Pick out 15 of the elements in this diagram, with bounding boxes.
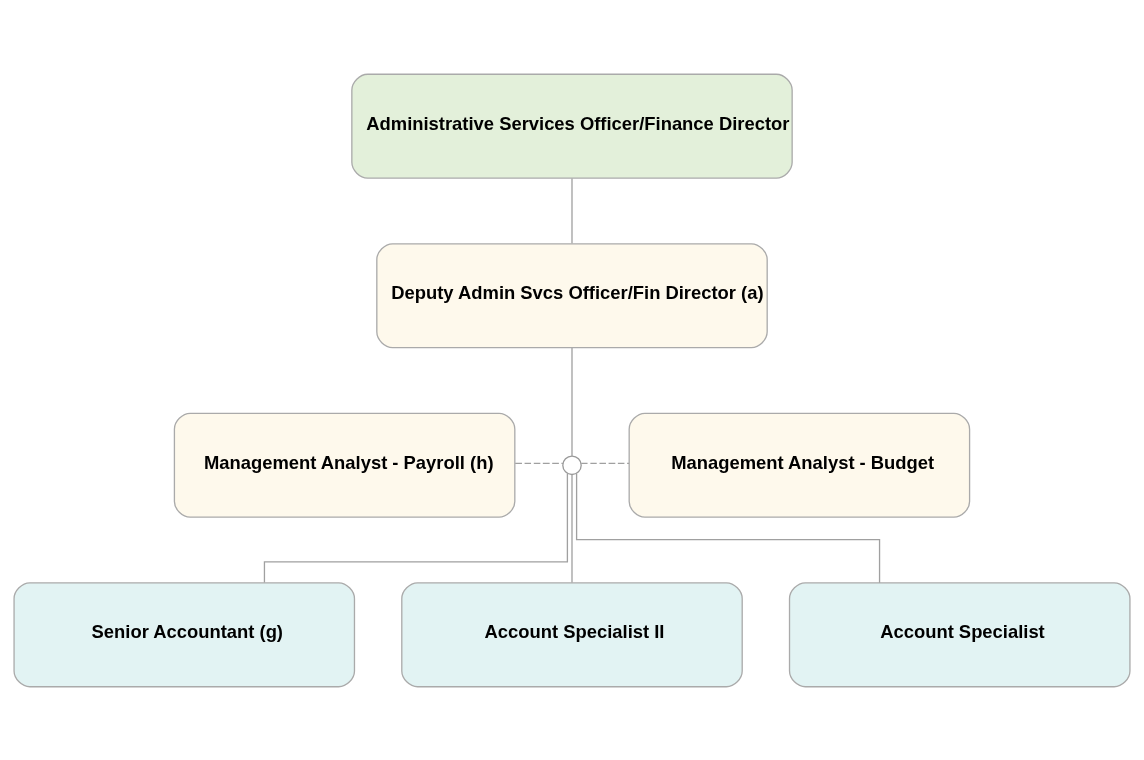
node-box: Account Specialist II [401,581,743,687]
node-box: Senior Accountant (g) [13,581,356,687]
connector [571,346,573,457]
connector [571,177,573,244]
node-box: Management Analyst - Payroll (h) [173,412,516,518]
node-box: Deputy Admin Svcs Officer/Fin Director (a) [376,242,768,348]
connector [575,472,881,583]
node-box: Administrative Services Officer/Finance Director [351,73,793,179]
connector [580,462,630,464]
connector [263,472,569,583]
connector [514,462,564,464]
node-circle [562,454,582,475]
connector [571,473,573,583]
node-box: Management Analyst - Budget [628,412,971,518]
node-box: Account Specialist [788,581,1131,687]
